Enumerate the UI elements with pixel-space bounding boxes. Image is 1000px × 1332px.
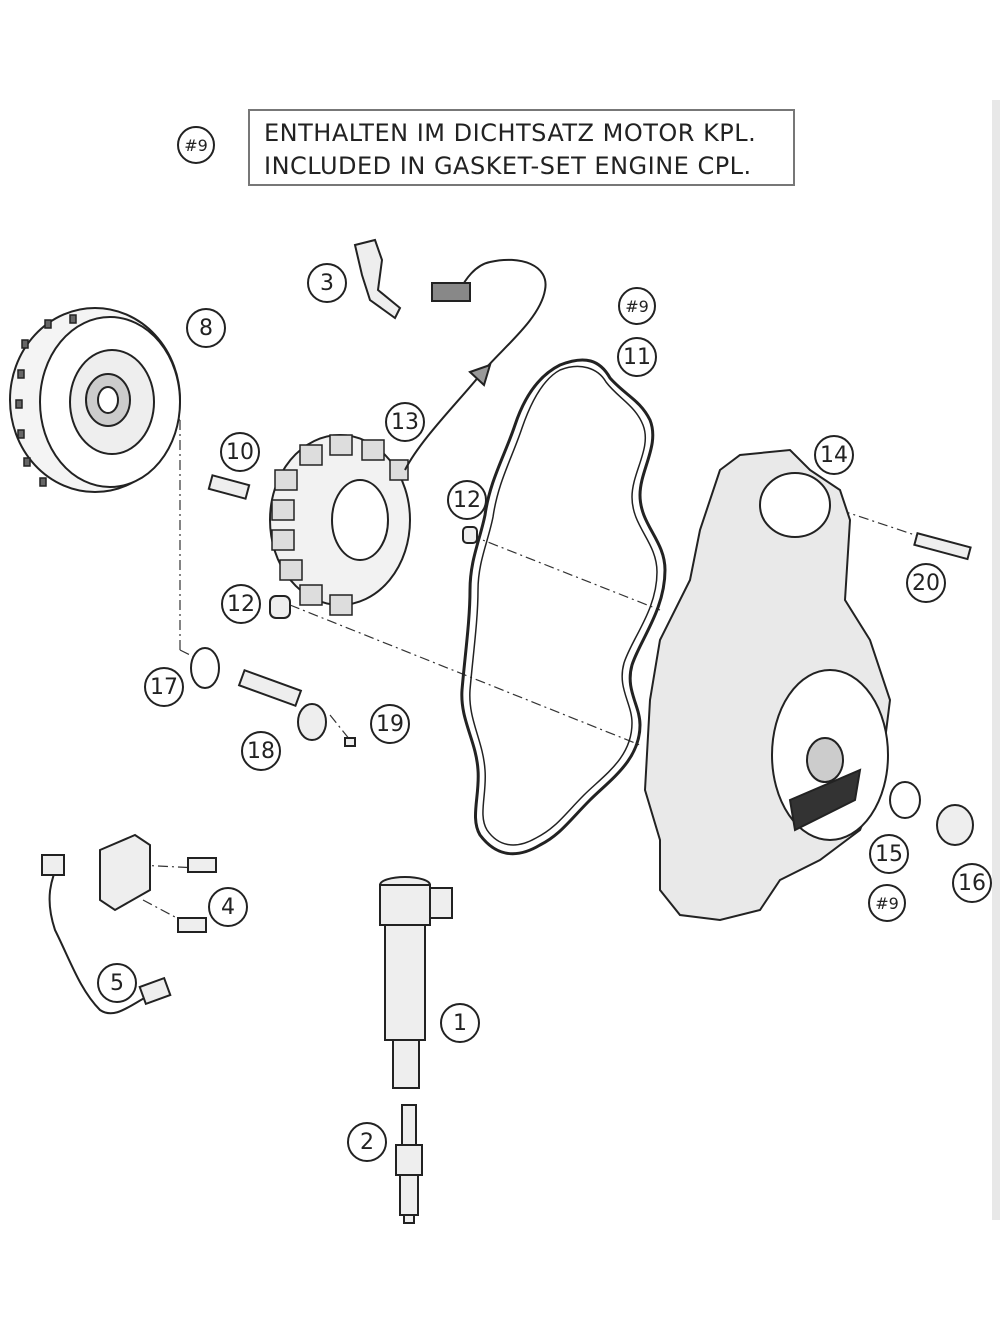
- ref-9-label-note: #9: [177, 126, 215, 164]
- callout-19: 19: [370, 704, 410, 744]
- callout-11: 11: [617, 337, 657, 377]
- callout-20: 20: [906, 563, 946, 603]
- ignition-coil: [379, 876, 453, 1089]
- callout-10: 10: [220, 432, 260, 472]
- cable-clip: [353, 238, 402, 320]
- callout-18: 18: [241, 731, 281, 771]
- callout-9-gasket: #9: [618, 287, 656, 325]
- callout-17: 17: [144, 667, 184, 707]
- callout-12-upper: 12: [447, 480, 487, 520]
- note-line-german: ENTHALTEN IM DICHTSATZ MOTOR KPL.: [264, 119, 757, 147]
- callout-15: 15: [869, 834, 909, 874]
- scrollbar-edge: [992, 100, 1000, 1220]
- callout-12-lower: 12: [221, 584, 261, 624]
- callout-5: 5: [97, 963, 137, 1003]
- callout-9-oring: #9: [868, 884, 906, 922]
- gasket: [460, 358, 667, 856]
- small-parts: [177, 474, 974, 933]
- stator-cable: [404, 258, 547, 471]
- note-line-english: INCLUDED IN GASKET-SET ENGINE CPL.: [264, 152, 752, 180]
- ref-9-text: #9: [184, 135, 208, 155]
- callout-16: 16: [952, 863, 992, 903]
- callout-14: 14: [814, 435, 854, 475]
- callout-3: 3: [307, 263, 347, 303]
- callout-2: 2: [347, 1122, 387, 1162]
- callout-1: 1: [440, 1003, 480, 1043]
- callout-13: 13: [385, 402, 425, 442]
- callout-4: 4: [208, 887, 248, 927]
- stator: [269, 434, 411, 616]
- spark-plug: [395, 1104, 423, 1224]
- flywheel-rotor: [9, 307, 181, 493]
- callout-8: 8: [186, 308, 226, 348]
- ignition-cover: [643, 448, 892, 922]
- gasket-set-note: ENTHALTEN IM DICHTSATZ MOTOR KPL. INCLUD…: [248, 109, 795, 186]
- regulator-and-sensor: [41, 833, 172, 1015]
